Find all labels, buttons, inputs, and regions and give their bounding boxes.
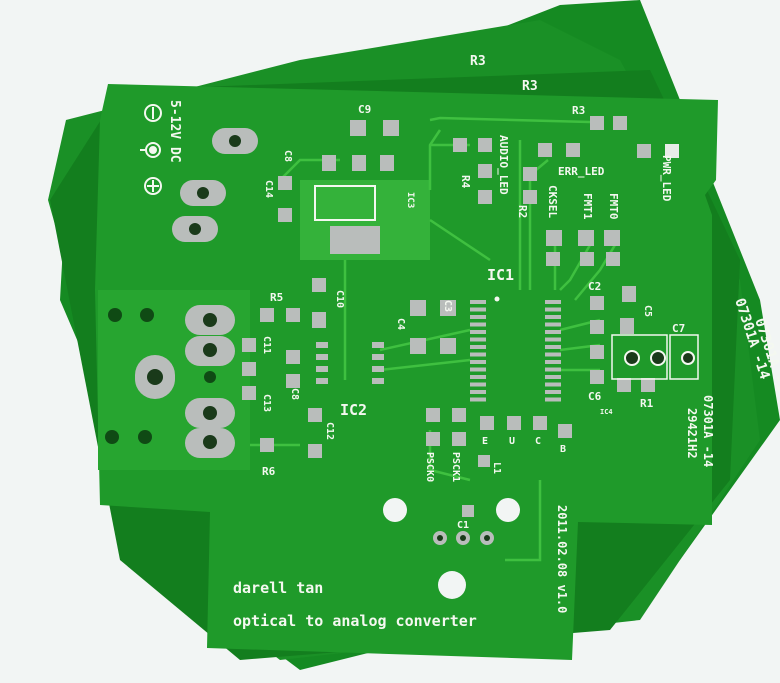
ic1-pin xyxy=(470,360,486,364)
ic1-pin xyxy=(545,360,561,364)
ic1-pins xyxy=(470,300,561,402)
ic1-pin xyxy=(470,382,486,387)
fab-code-1: 07301A -14 xyxy=(701,395,715,467)
label-c13: C13 xyxy=(261,394,272,412)
fab-code-2: 29421H2 xyxy=(685,408,699,459)
label-ic2: IC2 xyxy=(340,401,367,419)
ic1-pin xyxy=(470,345,486,349)
ic1-pin xyxy=(470,337,486,342)
ic1-pin xyxy=(545,352,561,357)
ic1-pin xyxy=(470,307,486,312)
ic1-pin xyxy=(545,307,561,312)
ic1-pin xyxy=(470,397,486,402)
label-ic4: IC4 xyxy=(600,408,613,416)
through-hole-pads xyxy=(105,128,699,599)
polarity-icon xyxy=(140,104,162,195)
label-r3: R3 xyxy=(572,104,585,117)
ic1-pin xyxy=(470,322,486,327)
main-board xyxy=(95,84,718,660)
label-psck0: PSCK0 xyxy=(424,452,435,482)
ic1-pin xyxy=(545,330,561,334)
label-ic1: IC1 xyxy=(487,266,514,284)
label-b: B xyxy=(560,444,566,455)
label-psck1: PSCK1 xyxy=(450,452,461,482)
project-label: optical to analog converter xyxy=(233,612,477,630)
label-c7: C7 xyxy=(672,322,685,335)
label-c6: C6 xyxy=(588,390,602,403)
ic1-pin xyxy=(545,397,561,402)
label-c: C xyxy=(535,436,541,447)
label-cksel: CKSEL xyxy=(546,185,559,218)
label-c8-top: C8 xyxy=(282,150,293,162)
label-fmt0: FMT0 xyxy=(607,193,620,220)
label-r2: R2 xyxy=(516,205,529,218)
label-audio-led: AUDIO_LED xyxy=(497,135,510,195)
back-label-r3b: R3 xyxy=(522,79,538,94)
label-fmt1: FMT1 xyxy=(581,193,594,220)
ic1-pin xyxy=(470,330,486,334)
ic1-pin xyxy=(470,375,486,379)
label-c9: C9 xyxy=(358,103,371,116)
author-label: darell tan xyxy=(233,579,323,597)
ic1-pin xyxy=(545,390,561,394)
label-l1: L1 xyxy=(491,462,502,474)
label-c2: C2 xyxy=(588,280,601,293)
label-e: E xyxy=(482,436,488,447)
ic1-pin xyxy=(470,352,486,357)
label-c1: C1 xyxy=(457,520,469,531)
label-r4: R4 xyxy=(459,175,472,189)
label-c11: C11 xyxy=(261,336,272,354)
ic2-pins xyxy=(316,342,384,384)
label-r1: R1 xyxy=(640,397,654,410)
label-r6: R6 xyxy=(262,465,276,478)
ic1-pin xyxy=(470,300,486,304)
ic1-pin xyxy=(545,375,561,379)
silkscreen: 5-12V DC C9 IC3 R3 AUDIO_LED R4 ERR_LED … xyxy=(167,100,715,630)
label-c4: C4 xyxy=(395,318,406,330)
label-r5: R5 xyxy=(270,291,283,304)
label-u: U xyxy=(509,436,515,447)
power-label: 5-12V DC xyxy=(167,100,182,163)
ic1-pin xyxy=(545,382,561,387)
label-c5: C5 xyxy=(642,305,653,317)
smd-pads xyxy=(242,116,679,517)
ic1-pin xyxy=(470,367,486,372)
label-c8: C8 xyxy=(289,388,300,400)
ic1-pin xyxy=(545,322,561,327)
label-pwr-led: PWR_LED xyxy=(660,155,673,202)
ic1-pin xyxy=(545,345,561,349)
ic1-pin xyxy=(545,337,561,342)
label-c3: C3 xyxy=(442,300,453,312)
back-label-r3: R3 xyxy=(470,54,486,69)
ic1-pin xyxy=(470,315,486,319)
label-c10: C10 xyxy=(334,290,345,308)
label-c14: C14 xyxy=(263,180,274,198)
label-err-led: ERR_LED xyxy=(558,165,605,178)
label-c12: C12 xyxy=(324,422,335,440)
ic1-pin xyxy=(470,390,486,394)
ic1-pin xyxy=(545,367,561,372)
revision-label: 2011.02.08 v1.0 xyxy=(555,505,569,613)
ic1-pin xyxy=(545,315,561,319)
label-ic3: IC3 xyxy=(405,192,415,208)
ic1-pin xyxy=(545,300,561,304)
